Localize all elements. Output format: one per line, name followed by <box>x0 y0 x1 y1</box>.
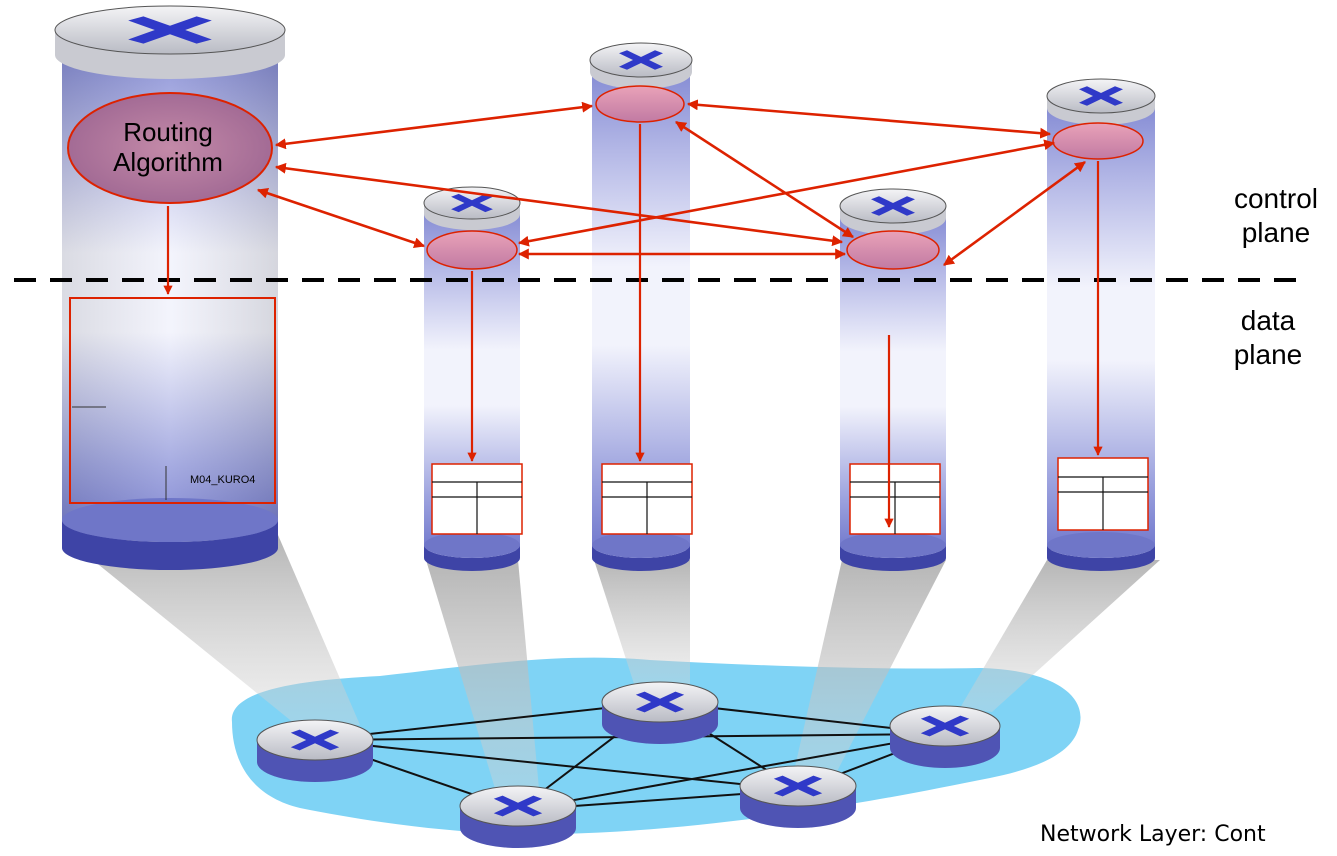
router-icon <box>459 785 577 848</box>
control-agent-oval <box>426 230 518 270</box>
control-agent-oval <box>595 85 685 123</box>
router-icon <box>889 705 1001 768</box>
control-plane-line1: control <box>1233 183 1319 214</box>
forwarding-table-icon <box>601 463 693 535</box>
figure-tag: M04_KURO4 <box>190 474 256 486</box>
control-agent-oval <box>1052 122 1144 160</box>
projection-beam-3 <box>594 560 690 690</box>
data-plane-line2: plane <box>1233 339 1303 370</box>
control-plane-label: control plane <box>1221 182 1331 250</box>
control-plane-line2: plane <box>1241 217 1311 248</box>
projection-beam-4 <box>792 560 946 785</box>
router-icon <box>739 765 857 828</box>
router-icon <box>601 681 719 744</box>
projection-beam-2 <box>426 560 540 805</box>
router-cylinder-4 <box>839 188 947 571</box>
forwarding-table-icon <box>849 463 941 535</box>
control-message-arrows <box>256 99 1086 267</box>
projection-beam-1 <box>62 535 360 728</box>
slide-footer: Network Layer: Cont <box>1040 822 1266 847</box>
router-icon <box>256 719 374 782</box>
router-cylinder-5 <box>1046 78 1156 571</box>
routing-algorithm-line1: Routing <box>123 117 213 147</box>
routing-algorithm-line2: Algorithm <box>113 147 223 177</box>
forwarding-table-large <box>69 297 276 504</box>
forwarding-table-icon <box>431 463 523 535</box>
forwarding-table-icon <box>1057 457 1149 531</box>
projection-beam-5 <box>960 560 1160 712</box>
data-plane-line1: data <box>1240 305 1296 336</box>
control-agent-oval <box>846 230 940 270</box>
data-plane-label: data plane <box>1213 304 1323 372</box>
routing-algorithm-label: Routing Algorithm <box>68 117 268 177</box>
routing-algorithm-oval <box>67 92 273 204</box>
